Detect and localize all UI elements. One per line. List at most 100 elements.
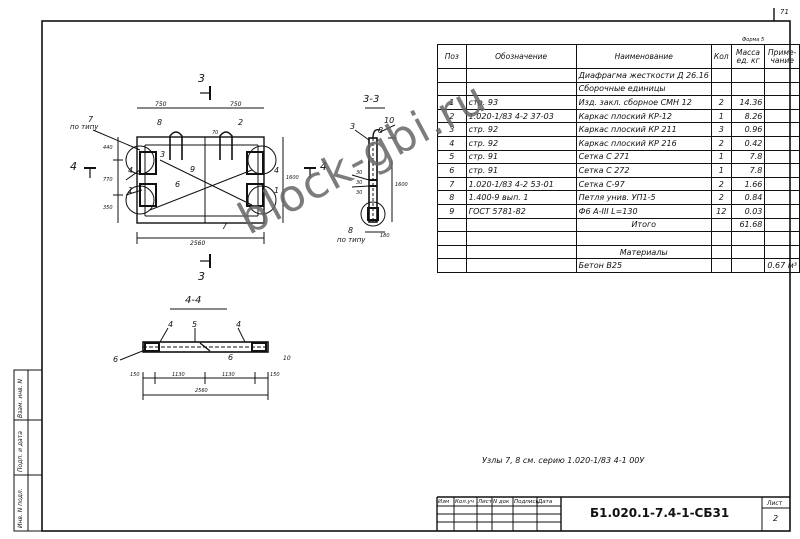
spec-cell-pos: 7 [437,176,467,192]
sheet-number: 2 [773,514,779,523]
spec-cell-note [764,190,800,205]
dim-770: 770 [103,177,113,183]
spec-cell-designation: стр. 91 [465,149,577,165]
spec-cell-name: Петля унив. УП1-5 [575,190,712,205]
spec-cell-designation: стр. 92 [465,122,577,137]
spec-cell-mass: 0.42 [730,135,766,151]
header-pos: Поз [437,44,467,69]
callout-70: 70 [212,130,219,136]
sheet-label: Лист [767,500,783,507]
spec-cell-note [764,149,800,165]
tb-header-kol: Кол.уч [455,499,475,505]
dim-30-a: 30 [356,170,363,176]
document-code: Б1.020.1-7.4-1-СБ31 [590,506,730,520]
spec-header-row: Поз Обозначение Наименование Кол Масса е… [437,44,800,69]
callout-6-plan: 6 [113,355,119,364]
dim-1600-section: 1600 [395,182,408,188]
dim-1130-a: 1130 [172,372,185,378]
dim-750-left: 750 [155,101,167,108]
page-number: 71 [780,8,789,16]
spec-cell-note [764,163,800,178]
callout-7: 7 [88,115,94,124]
header-mass: Масса ед. кг [730,44,766,69]
spec-cell-mass: 0.96 [730,122,766,137]
callout-10-plan: 10 [283,355,291,362]
dim-180: 180 [380,233,390,239]
header-designation: Обозначение [465,44,577,69]
total-value: 61.68 [730,217,766,233]
spec-cell-mass: 7.8 [730,149,766,165]
spec-cell-mass: 8.26 [730,108,766,124]
callout-1: 1 [128,186,134,195]
callout-8-bottom: 8 [348,226,354,235]
spec-cell-designation: 1.400-9 вып. 1 [465,190,577,205]
spec-cell-designation: ГОСТ 5781-82 [465,203,577,219]
spec-cell-qty: 2 [710,176,732,192]
dim-30-b: 30 [356,180,363,186]
callout-1-right: 1 [274,186,280,195]
callout-8-section: 8 [378,126,384,135]
spec-cell-designation: стр. 92 [465,135,577,151]
spec-cell-name: Каркас плоский КР 211 [575,122,712,137]
spec-cell-mass: 7.8 [730,163,766,178]
dim-350: 350 [103,205,113,211]
tb-header-list: Лист [478,499,492,505]
tb-header-data: Дата [538,499,553,505]
dim-150-left: 150 [130,372,140,378]
spec-cell-name: Сетка С 272 [575,163,712,178]
tb-header-ndok: N док [493,499,510,505]
dim-2560: 2560 [190,240,206,247]
cut-4-right: 4 [320,160,327,173]
total-label: Итого [575,217,712,233]
spec-cell-note [764,108,800,124]
callout-4-plan-a: 4 [168,320,174,329]
callout-5-plan: 5 [192,320,198,329]
dim-750-right: 750 [230,101,242,108]
callout-4-plan-b: 4 [236,320,242,329]
callout-4-right: 4 [274,166,280,175]
spec-cell-note [764,203,800,219]
dim-440: 440 [103,145,113,151]
spec-cell-name: Ф6 А-III L=130 [575,203,712,219]
spec-cell-name: Каркас плоский КР-12 [575,108,712,124]
stamp-inv-n: Инв. N подл. [17,488,24,528]
spec-cell-qty: 1 [710,108,732,124]
subsection-title: Сборочные единицы [575,81,712,97]
cut-4-left: 4 [70,160,77,173]
spec-cell-pos: 8 [437,190,467,205]
callout-8: 8 [157,118,163,127]
header-name: Наименование [575,44,712,69]
spec-cell-qty: 2 [710,190,732,205]
spec-cell-note [764,122,800,137]
spec-cell-note [764,95,800,110]
spec-cell-pos: 5 [437,149,467,165]
callout-7-bottom: 7 [222,222,228,231]
section-4-4-title: 4-4 [185,295,202,306]
spec-cell-pos: 6 [437,163,467,178]
specification-table: Поз Обозначение Наименование Кол Масса е… [437,44,800,273]
spec-cell-qty: 2 [710,95,732,110]
header-qty: Кол [710,44,732,69]
materials-label: Материалы [575,244,712,260]
callout-3-section: 3 [350,122,356,131]
spec-cell-qty: 12 [710,203,732,219]
footnote: Узлы 7, 8 см. серию 1.020-1/83 4-1 00У [482,456,645,465]
spec-cell-qty: 3 [710,122,732,137]
callout-6-plan-b: 6 [228,353,234,362]
spec-cell-name: Каркас плоский КР 216 [575,135,712,151]
spec-cell-name: Сетка С 271 [575,149,712,165]
spec-cell-mass: 0.03 [730,203,766,219]
dim-1600: 1600 [286,175,299,181]
dim-30-c: 30 [356,190,363,196]
cut-3-bottom: 3 [198,270,205,283]
tb-header-izm: Изм [438,499,450,505]
callout-9: 9 [190,165,196,174]
callout-2: 2 [238,118,244,127]
per-type-label-1: по типу [70,123,99,131]
